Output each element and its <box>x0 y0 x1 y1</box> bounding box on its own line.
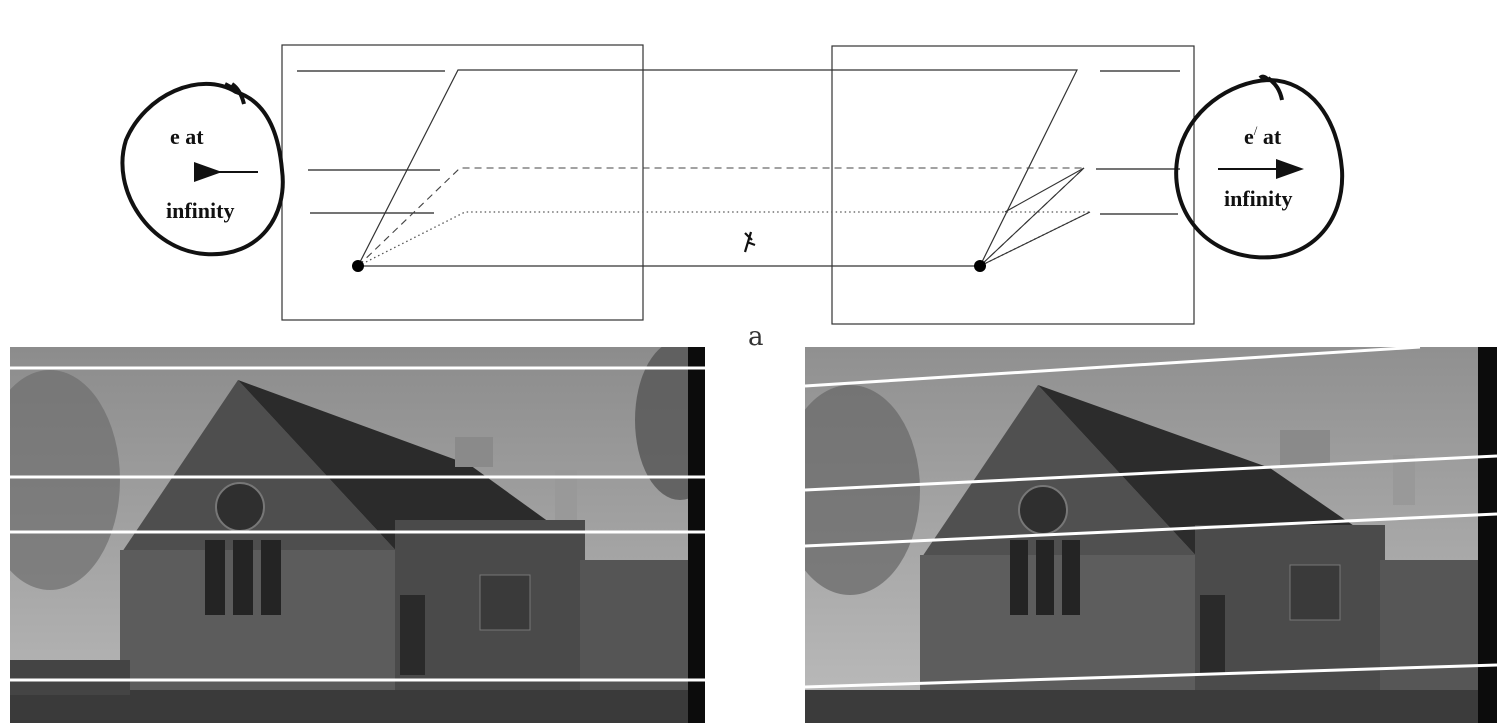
right-annotation-stroke-icon <box>1266 76 1284 101</box>
left-label-bottom: infinity <box>166 198 234 223</box>
right-image-plane <box>831 45 1195 325</box>
right-photo-line-3 <box>805 512 1497 548</box>
left-rectified-photo <box>10 347 705 723</box>
left-label-top: e at <box>170 124 204 149</box>
left-annotation-stroke-icon <box>230 82 246 105</box>
panel-label: a <box>748 322 764 352</box>
right-label-bottom: infinity <box>1224 186 1292 211</box>
right-converge-line-1 <box>979 167 1085 267</box>
right-camera-center <box>974 260 986 272</box>
epipolar-plane-solid <box>357 69 1078 267</box>
right-photo-line-4 <box>805 663 1497 689</box>
baseline-mark-icon <box>743 231 756 253</box>
epipolar-diagram: e at infinity e/ at infinity a <box>120 44 1345 352</box>
epipolar-plane-dotted <box>357 211 1091 267</box>
right-epipole-annotation: e/ at infinity <box>1174 74 1345 260</box>
right-photo-line-1 <box>805 347 1421 388</box>
left-camera-center <box>352 260 364 272</box>
left-epipole-annotation: e at infinity <box>120 81 285 257</box>
right-photo-line-2 <box>805 454 1497 492</box>
right-rectified-photo <box>805 347 1497 723</box>
right-converge-line-2 <box>979 211 1091 267</box>
right-label-top: e/ at <box>1244 123 1282 149</box>
right-converge-line-3 <box>1004 167 1085 213</box>
right-annotation-circle-icon <box>1174 74 1345 260</box>
epipolar-plane-dashed <box>357 167 1086 267</box>
left-annotation-circle-icon <box>120 81 285 257</box>
left-image-plane <box>281 44 644 321</box>
